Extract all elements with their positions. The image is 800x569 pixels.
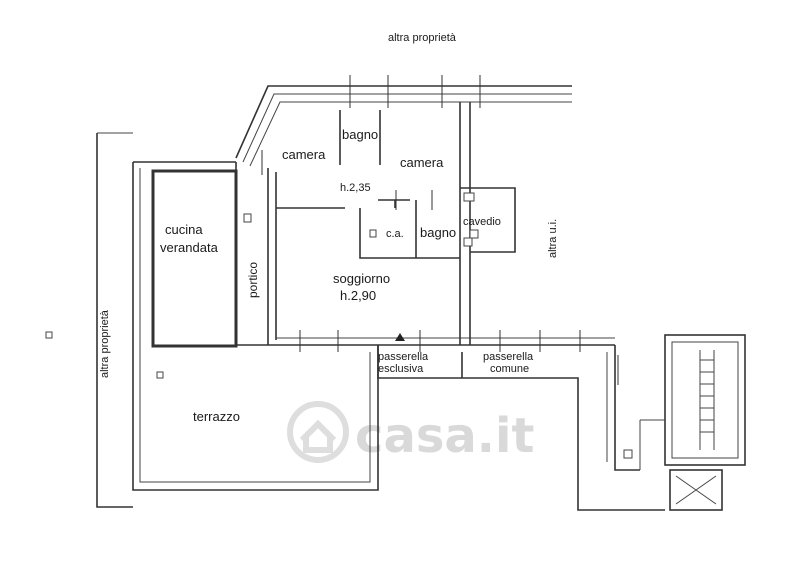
- label-verandata: verandata: [160, 240, 219, 255]
- label-soggiorno: soggiorno: [333, 271, 390, 286]
- verandata-outer-wall: [132, 162, 379, 491]
- label-ca: c.a.: [386, 228, 404, 240]
- label-altra-proprieta-top: altra proprietà: [388, 32, 457, 44]
- label-altra-ui: altra u.i.: [547, 219, 559, 258]
- label-passerella-esclusiva: passerella: [378, 351, 429, 363]
- label-camera-right: camera: [400, 155, 444, 170]
- label-cavedio: cavedio: [463, 216, 501, 228]
- house-logo-icon: [287, 401, 349, 463]
- room-labels: altra proprietà altra proprietà altra u.…: [99, 32, 559, 424]
- cucina-verandata-box: [151, 169, 238, 348]
- passerella-walkway: [377, 345, 665, 511]
- label-h235: h.2,35: [340, 182, 371, 194]
- label-camera-left: camera: [282, 147, 326, 162]
- label-comune: comune: [490, 363, 529, 375]
- label-bagno-mid: bagno: [420, 225, 456, 240]
- label-esclusiva: esclusiva: [378, 363, 424, 375]
- label-cucina: cucina: [165, 222, 203, 237]
- label-bagno-top: bagno: [342, 127, 378, 142]
- label-passerella-comune: passerella: [483, 351, 534, 363]
- openings: [261, 75, 619, 385]
- label-altra-proprieta-left: altra proprietà: [99, 309, 111, 378]
- walls: [96, 85, 746, 511]
- label-terrazzo: terrazzo: [193, 409, 240, 424]
- label-portico: portico: [246, 262, 260, 298]
- watermark: casa.it: [287, 401, 534, 464]
- fixtures: [45, 192, 633, 459]
- watermark-text: casa.it: [355, 408, 534, 464]
- entrance-arrow-icon: [395, 333, 405, 341]
- label-h290: h.2,90: [340, 288, 376, 303]
- left-boundary-wall: [96, 133, 133, 508]
- stairwell: [639, 334, 746, 511]
- top-slanted-wall: [235, 85, 572, 159]
